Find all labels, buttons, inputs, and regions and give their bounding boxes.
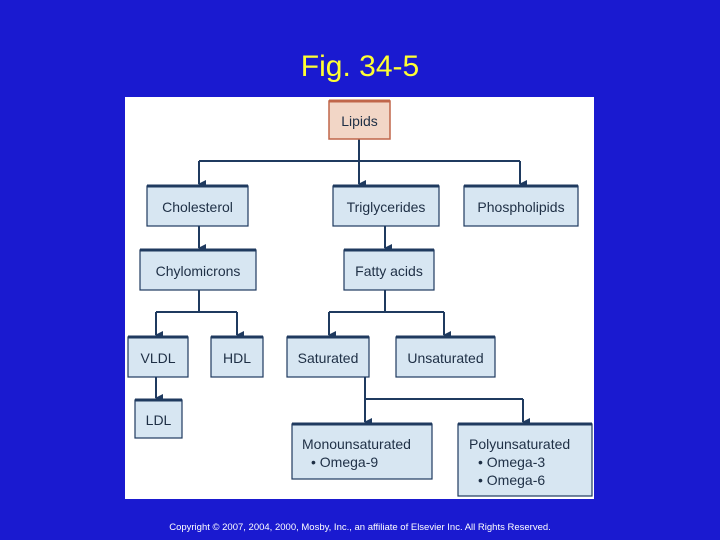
node-unsaturated-label: Unsaturated bbox=[407, 350, 483, 366]
node-saturated: Saturated bbox=[286, 335, 370, 378]
node-triglycerides-label: Triglycerides bbox=[347, 199, 426, 215]
node-saturated-label: Saturated bbox=[298, 350, 359, 366]
node-phospholipids-label: Phospholipids bbox=[477, 199, 564, 215]
node-vldl: VLDL bbox=[127, 335, 189, 378]
node-triglycerides: Triglycerides bbox=[332, 184, 440, 227]
diagram-panel: Lipids Cholesterol Triglycerides Phospho… bbox=[125, 97, 594, 499]
node-vldl-label: VLDL bbox=[140, 350, 175, 366]
node-polyunsaturated-label: Polyunsaturated bbox=[469, 436, 570, 452]
node-monounsaturated-label: Monounsaturated bbox=[302, 436, 411, 452]
connectors bbox=[155, 139, 530, 426]
node-lipids: Lipids bbox=[328, 99, 391, 140]
node-phospholipids: Phospholipids bbox=[463, 184, 579, 227]
node-lipids-label: Lipids bbox=[341, 113, 378, 129]
node-monounsaturated-item: • Omega-9 bbox=[311, 454, 378, 470]
node-cholesterol: Cholesterol bbox=[146, 184, 249, 227]
node-ldl: LDL bbox=[134, 398, 183, 439]
node-ldl-label: LDL bbox=[146, 412, 172, 428]
copyright-footer: Copyright © 2007, 2004, 2000, Mosby, Inc… bbox=[169, 522, 551, 533]
node-polyunsaturated-item-2: • Omega-6 bbox=[478, 472, 545, 488]
node-polyunsaturated: Polyunsaturated • Omega-3 • Omega-6 bbox=[457, 422, 593, 497]
lipids-flowchart: Lipids Cholesterol Triglycerides Phospho… bbox=[127, 99, 593, 497]
node-hdl: HDL bbox=[210, 335, 264, 378]
node-hdl-label: HDL bbox=[223, 350, 251, 366]
slide-title: Fig. 34-5 bbox=[300, 50, 420, 83]
node-polyunsaturated-item-1: • Omega-3 bbox=[478, 454, 545, 470]
node-chylomicrons-label: Chylomicrons bbox=[156, 263, 241, 279]
node-chylomicrons: Chylomicrons bbox=[139, 248, 257, 291]
node-fatty-acids-label: Fatty acids bbox=[355, 263, 423, 279]
node-cholesterol-label: Cholesterol bbox=[162, 199, 233, 215]
node-fatty-acids: Fatty acids bbox=[343, 248, 435, 291]
node-unsaturated: Unsaturated bbox=[395, 335, 496, 378]
node-monounsaturated: Monounsaturated • Omega-9 bbox=[291, 422, 433, 480]
